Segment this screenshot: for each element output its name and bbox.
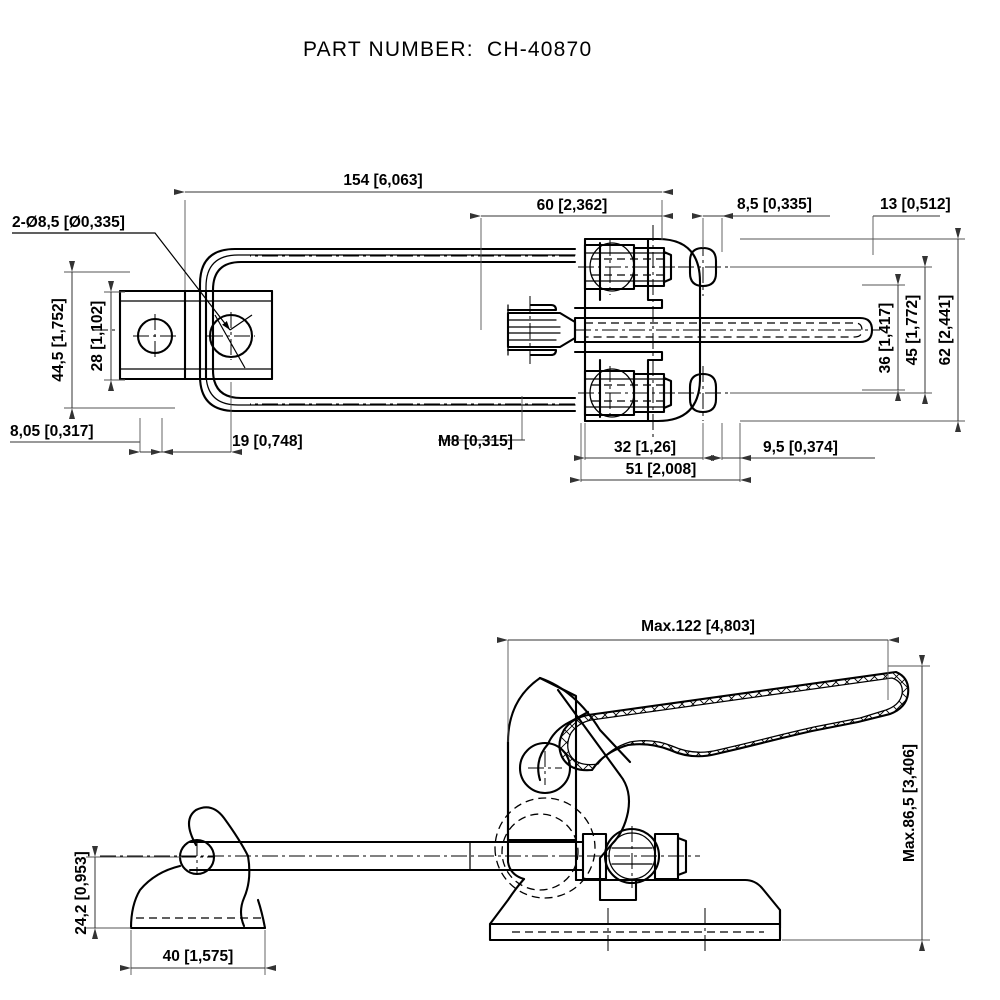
plan-view-dimensions: 154 [6,063] 60 [2,362] 8,5 [0,335] 13 [0… [10,172,965,483]
dim-bracket-outer-height: 44,5 [1,752] [50,298,67,382]
dim-bracket-inner-height: 28 [1,102] [89,301,106,372]
side-view-geometry [100,670,910,955]
part-number-value: CH-40870 [487,38,592,61]
dim-bracket-plate-thickness: 8,05 [0,317] [10,423,94,440]
dim-catch-height: 24,2 [0,953] [73,851,90,935]
callout-hole-diameter: 2-Ø8,5 [Ø0,335] [12,214,125,231]
side-view-dimensions: Max.122 [4,803] Max.86,5 [3,406] 24,2 [0… [73,618,930,975]
title-label: PART NUMBER: [303,38,474,61]
dim-handle-width: 36 [1,417] [877,303,894,374]
dim-base-outer-width: 51 [2,008] [626,461,697,478]
dim-plate-edge-offset: 8,5 [0,335] [737,196,812,213]
plan-view-geometry [92,225,880,440]
dim-slot-center-offset: 9,5 [0,374] [763,439,838,456]
dim-slot-offset: 13 [0,512] [880,196,951,213]
dim-base-overall-width: 62 [2,441] [937,295,954,366]
callout-thread-size: M8 [0,315] [438,433,513,450]
dim-overall-length: 154 [6,063] [343,172,422,189]
dim-body-length: 60 [2,362] [537,197,608,214]
dim-max-height: Max.86,5 [3,406] [901,744,918,862]
dim-base-hole-spread: 45 [1,772] [904,295,921,366]
dim-catch-width: 40 [1,575] [163,948,234,965]
dim-max-length: Max.122 [4,803] [641,618,755,635]
dim-base-inner-width: 32 [1,26] [614,439,676,456]
dim-bracket-width: 19 [0,748] [232,433,303,450]
